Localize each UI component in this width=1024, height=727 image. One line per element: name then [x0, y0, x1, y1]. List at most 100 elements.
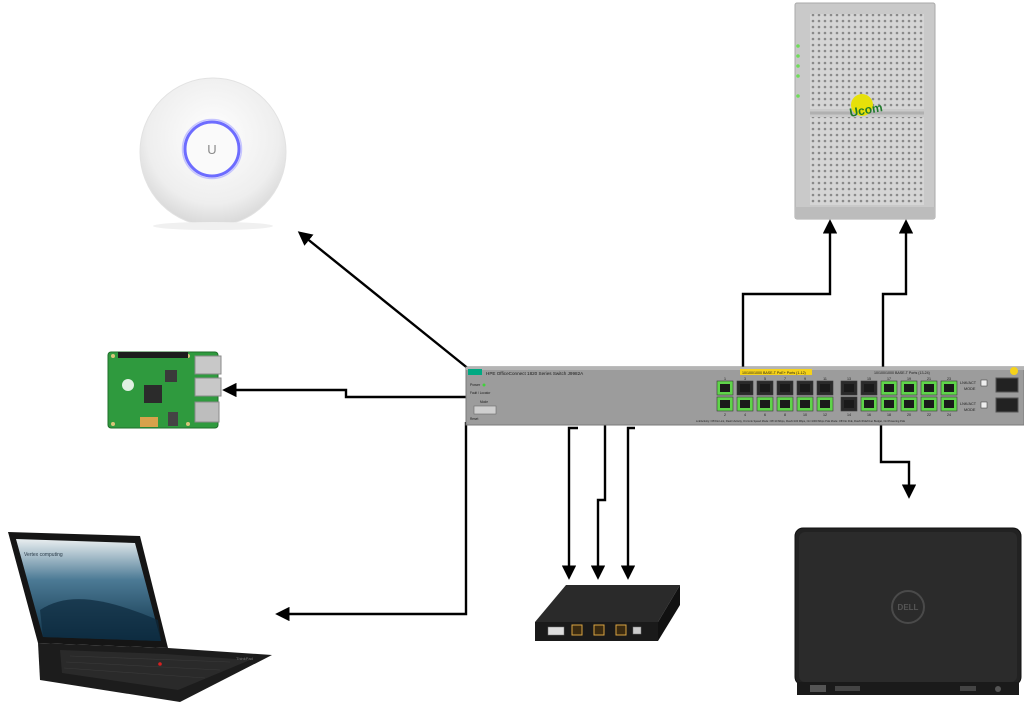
- port-number-label: 20: [907, 413, 911, 417]
- ucom-router: Ucom: [794, 2, 936, 220]
- laptop-brand-text: Vertex computing: [24, 552, 63, 558]
- port-number-label: 24: [947, 413, 951, 417]
- port-number-label: 6: [764, 413, 766, 417]
- port-grid: [716, 380, 958, 412]
- router-status-leds: [796, 44, 800, 98]
- port-number-label: 4: [744, 413, 746, 417]
- port-jack: [740, 400, 750, 408]
- switch-group1-label: 10/100/1000 BASE-T PoE+ Ports (1-12): [742, 371, 806, 375]
- wire-to-left-laptop: [275, 422, 468, 622]
- left-side-port[interactable]: [810, 685, 826, 692]
- switch-title: HPE OfficeConnect 1820 Series Switch J99…: [486, 371, 584, 376]
- port-jack: [924, 400, 934, 408]
- port-jack: [944, 400, 954, 408]
- port-number-label: 11: [823, 377, 827, 381]
- port-number-label: 22: [927, 413, 931, 417]
- ucom-logo-icon: [851, 94, 873, 116]
- sfp-port-1[interactable]: [995, 377, 1019, 393]
- connection-lines: [222, 219, 917, 622]
- port-number-label: 10: [803, 413, 807, 417]
- network-switch: HPE OfficeConnect 1820 Series Switch J99…: [465, 366, 1024, 426]
- poe-label-bg: [740, 369, 812, 375]
- port-jack: [924, 384, 934, 392]
- port-jack: [884, 400, 894, 408]
- port-number-label: 18: [887, 413, 891, 417]
- mini-router: [535, 585, 680, 641]
- laptop-badge-text: ThinkPad: [236, 656, 253, 661]
- usb-port[interactable]: [632, 626, 642, 635]
- dell-logo-icon: [891, 590, 925, 624]
- wire-to-mini-router-1: [561, 426, 578, 580]
- dell-logo-text: DELL: [898, 603, 919, 612]
- raspberry-pi: [107, 351, 222, 429]
- power-jack-icon: [995, 686, 1001, 692]
- poe-icon: [1010, 367, 1018, 375]
- port-jack: [740, 384, 750, 392]
- port-number-label: 16: [867, 413, 871, 417]
- port-jack: [760, 400, 770, 408]
- port-number-label: 9: [804, 377, 806, 381]
- port-jack: [720, 384, 730, 392]
- port-jack: [720, 400, 730, 408]
- port-jack: [820, 384, 830, 392]
- port-number-label: 17: [887, 377, 891, 381]
- raspberry-logo-icon: [122, 379, 134, 391]
- switch-status-line: Lnk/Activity: Off=No Link, Flash=Activit…: [696, 419, 905, 423]
- port-number-label: 7: [784, 377, 786, 381]
- port-number-label: 19: [907, 377, 911, 381]
- port-jack: [904, 384, 914, 392]
- power-led-icon: [482, 383, 486, 387]
- mini-router-eth-3[interactable]: [615, 624, 627, 636]
- port-jack: [800, 400, 810, 408]
- sfp-mode-label-2: MODE: [964, 408, 976, 412]
- port-jack: [864, 400, 874, 408]
- port-jack: [904, 400, 914, 408]
- port-number-label: 23: [947, 377, 951, 381]
- port-jack: [760, 384, 770, 392]
- mini-router-eth-1[interactable]: [571, 624, 583, 636]
- port-jack: [844, 400, 854, 408]
- mode-button[interactable]: [473, 405, 497, 415]
- hpe-logo-icon: [468, 369, 482, 375]
- trackpoint-icon: [158, 662, 162, 666]
- switch-mode-label: Mode: [480, 400, 488, 404]
- port-jack: [844, 384, 854, 392]
- port-number-label: 15: [867, 377, 871, 381]
- port-number-label: 5: [764, 377, 766, 381]
- sfp-lnk-label-2: LNK/ACT: [960, 402, 977, 406]
- port-number-label: 13: [847, 377, 851, 381]
- switch-fault-label: Fault / Locator: [470, 391, 491, 395]
- port-jack: [780, 384, 790, 392]
- port-number-label: 8: [784, 413, 786, 417]
- switch-group2-label: 10/100/1000 BASE-T Ports (13-24): [874, 371, 930, 375]
- port-jack: [820, 400, 830, 408]
- dell-laptop: DELL: [794, 527, 1022, 695]
- mini-router-eth-2[interactable]: [593, 624, 605, 636]
- port-jack: [864, 384, 874, 392]
- ap-status-ring: [183, 120, 241, 178]
- port-number-label: 3: [744, 377, 746, 381]
- wire-to-router-port-2: [881, 219, 914, 368]
- wire-to-mini-router-3: [620, 426, 636, 580]
- switch-reset-label: Reset: [470, 417, 478, 421]
- sfp-mode-label-1: MODE: [964, 387, 976, 391]
- port-number-label: 14: [847, 413, 851, 417]
- port-number-label: 1: [724, 377, 726, 381]
- port-jack: [780, 400, 790, 408]
- sfp-lnk-label-1: LNK/ACT: [960, 381, 977, 385]
- sfp-port-2[interactable]: [995, 397, 1019, 413]
- serial-port[interactable]: [547, 626, 565, 636]
- ucom-logo-text: Ucom: [848, 100, 883, 120]
- port-jack: [944, 384, 954, 392]
- ubiquiti-logo: U: [207, 142, 216, 157]
- wire-to-router-port-1: [741, 219, 838, 368]
- port-number-label: 2: [724, 413, 726, 417]
- port-jack: [884, 384, 894, 392]
- laptop-left: Vertex computing ThinkPad: [8, 532, 272, 702]
- wire-to-raspberry-pi: [222, 382, 467, 399]
- wire-to-access-point: [297, 231, 471, 371]
- port-number-label: 12: [823, 413, 827, 417]
- wire-to-mini-router-2: [590, 424, 607, 580]
